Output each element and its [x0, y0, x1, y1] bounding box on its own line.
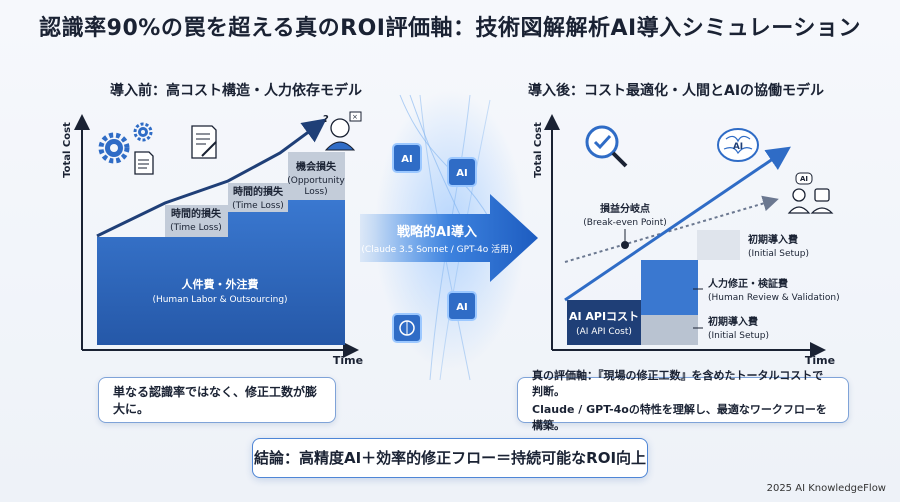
svg-text:AI: AI — [456, 302, 467, 313]
time-loss-2-ja: 時間的損失 — [233, 185, 284, 198]
human-labor-block — [97, 200, 345, 345]
svg-text:?: ? — [323, 114, 329, 125]
right-panel-heading: 導入後：コスト最適化・人間とAIの協働モデル — [528, 83, 825, 99]
opportunity-loss-ja: 機会損失 — [296, 160, 337, 173]
footer-credit: 2025 AI KnowledgeFlow — [766, 483, 886, 494]
time-loss-1-ja: 時間的損失 — [171, 207, 222, 220]
ai-api-cost-ja: AI APIコスト — [569, 310, 639, 323]
right-callout-line2: Claude / GPT-4oの特性を理解し、最適なワークフローを構築。 — [532, 403, 827, 432]
human-labor-ja: 人件費・外注費 — [182, 277, 259, 291]
center-transition: 戦略的AI導入 (Claude 3.5 Sonnet / GPT-4o 活用) … — [360, 90, 538, 381]
right-y-axis-label: Total Cost — [533, 122, 544, 178]
page-title: 認識率90%の罠を超える真のROI評価軸：技術図解解析AI導入シミュレーション — [39, 16, 861, 41]
new-cost-line — [564, 146, 791, 302]
human-labor-en: (Human Labor & Outsourcing) — [152, 295, 287, 305]
right-chart: Total Cost Time AI APIコスト (AI API Cost) … — [533, 114, 840, 367]
strategic-ai-label: 戦略的AI導入 — [397, 224, 477, 240]
ai-chip-icon: AI — [447, 157, 477, 187]
initial-setup-top-block — [697, 230, 740, 260]
human-review-block — [641, 260, 698, 315]
right-x-axis-label: Time — [805, 354, 835, 367]
human-review-ja: 人力修正・検証費 — [708, 277, 788, 290]
svg-text:AI: AI — [800, 175, 808, 183]
ai-chip-icon: AI — [447, 291, 477, 321]
brain-icon: AI — [717, 128, 759, 162]
brain-chip-icon — [392, 313, 422, 343]
svg-text:AI: AI — [401, 154, 412, 165]
ai-chip-icon: AI — [392, 143, 422, 173]
right-callout-line1: 真の評価軸：『現場の修正工数』を含めたトータルコストで判断。 — [532, 369, 824, 398]
right-callout: 真の評価軸：『現場の修正工数』を含めたトータルコストで判断。 Claude / … — [517, 369, 849, 432]
time-loss-1-en: (Time Loss) — [170, 223, 222, 233]
initial-setup-top-ja: 初期導入費 — [748, 233, 798, 246]
gear-small-icon — [133, 122, 153, 142]
left-callout-text: 単なる認識率ではなく、修正工数が膨大に。 — [113, 385, 318, 416]
previous-cost-dotted-line — [564, 195, 779, 263]
left-cost-trend-line — [96, 118, 327, 238]
svg-text:AI: AI — [733, 142, 743, 152]
ai-api-cost-en: (AI API Cost) — [576, 327, 632, 337]
ai-api-cost-block — [567, 300, 641, 345]
svg-text:AI: AI — [456, 168, 467, 179]
opportunity-loss-en: (Opportunity — [287, 176, 345, 186]
initial-setup-bottom-ja: 初期導入費 — [708, 315, 758, 328]
initial-setup-bottom-en: (Initial Setup) — [708, 331, 769, 341]
initial-setup-bottom-block — [641, 315, 698, 345]
time-loss-2-en: (Time Loss) — [232, 201, 284, 211]
strategic-ai-sub: (Claude 3.5 Sonnet / GPT-4o 活用) — [361, 243, 512, 255]
document-icon — [134, 151, 154, 175]
document-pen-icon — [191, 125, 217, 159]
left-y-axis-label: Total Cost — [62, 122, 73, 178]
time-loss-block-1 — [165, 205, 228, 237]
break-even-point — [621, 241, 629, 249]
magnifier-check-icon — [585, 125, 628, 168]
left-x-axis-label: Time — [333, 354, 363, 367]
left-chart: Total Cost Time 時間的損失 (Time Loss) 時間的損失 … — [62, 111, 363, 367]
opportunity-loss-en2: Loss) — [304, 187, 327, 197]
human-ai-collab-icon: AI — [787, 172, 834, 214]
left-panel-heading: 導入前：高コスト構造・人力依存モデル — [110, 83, 362, 99]
break-even-ja: 損益分岐点 — [600, 202, 650, 215]
initial-setup-top-en: (Initial Setup) — [748, 249, 809, 259]
strategic-ai-arrow — [360, 194, 538, 282]
gear-icon — [98, 132, 130, 164]
left-callout: 単なる認識率ではなく、修正工数が膨大に。 — [98, 377, 336, 423]
break-even-en: (Break-even Point) — [583, 218, 667, 228]
human-review-en: (Human Review & Validation) — [708, 293, 840, 303]
svg-text:×: × — [352, 113, 358, 121]
conclusion-banner: 結論：高精度AI＋効率的修正フロー＝持続可能なROI向上 — [252, 438, 648, 478]
stressed-person-icon: ? × — [323, 111, 362, 151]
